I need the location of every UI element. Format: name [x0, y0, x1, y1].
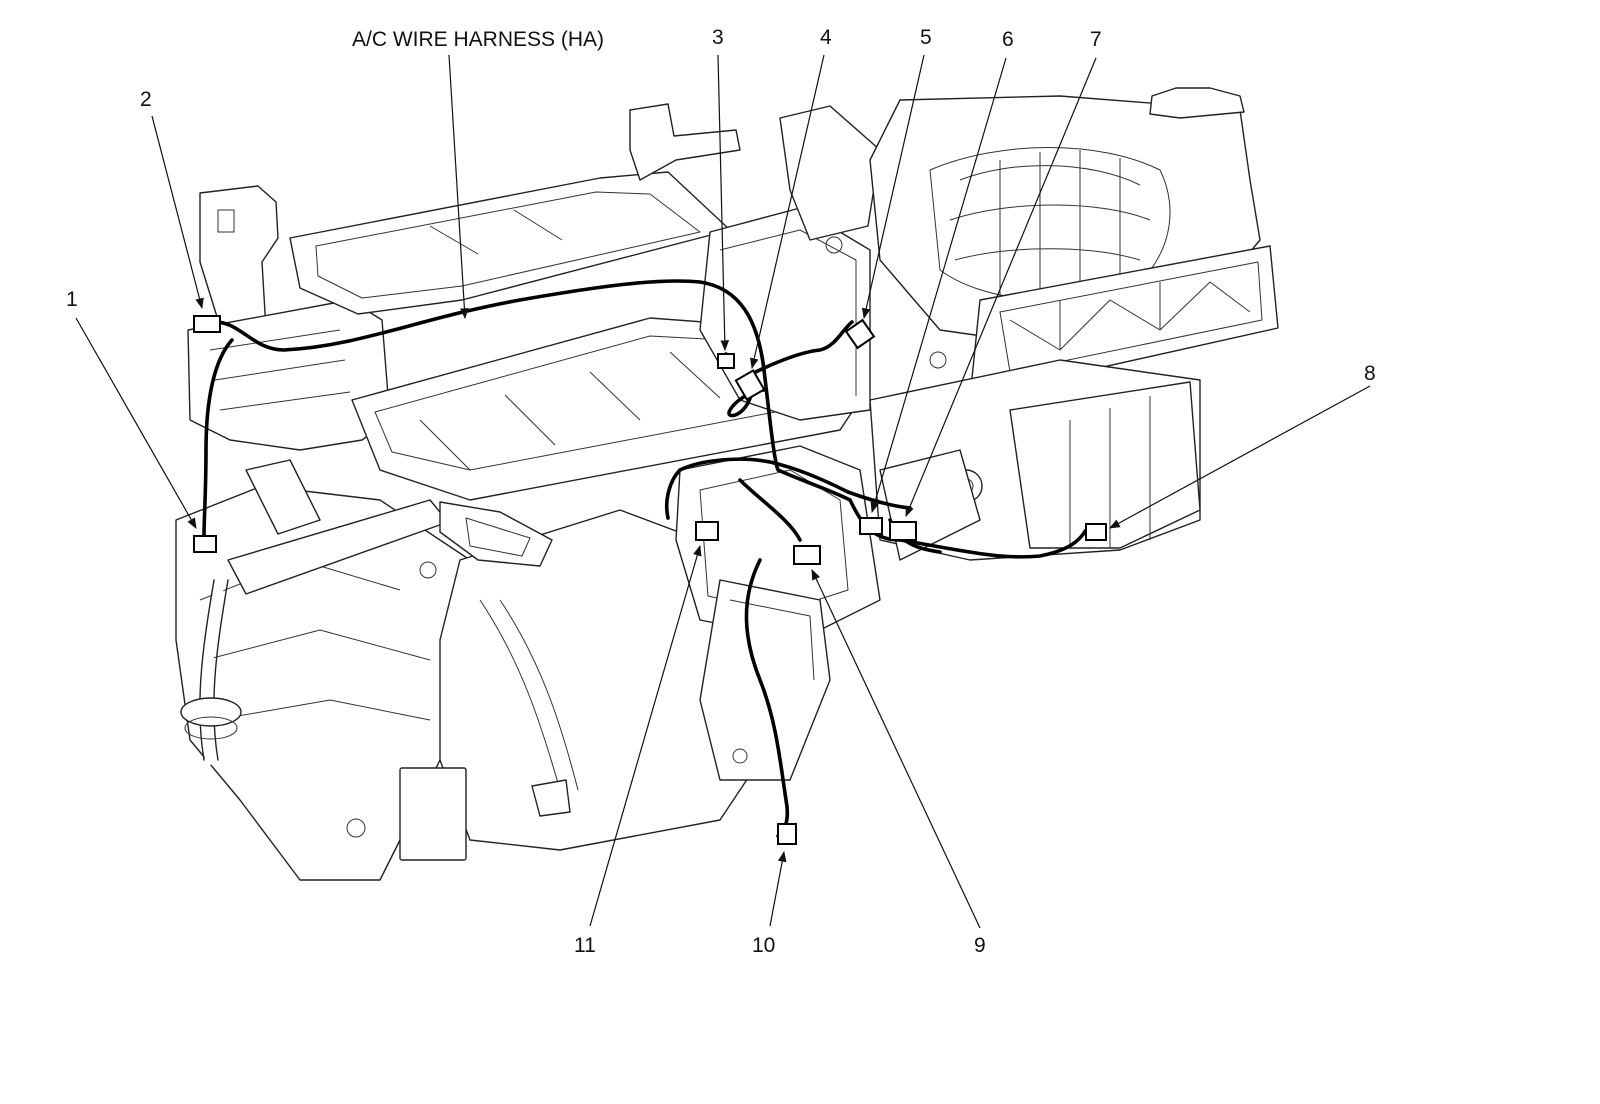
- labels: A/C WIRE HARNESS (HA) 1 2 3 4 5 6 7 8 9 …: [66, 26, 1376, 957]
- callout-1: 1: [66, 288, 78, 311]
- callout-11: 11: [574, 934, 596, 957]
- connector-5: [844, 318, 876, 350]
- connector-10: [777, 823, 797, 845]
- callout-3: 3: [712, 26, 724, 49]
- callout-4: 4: [820, 26, 832, 49]
- hvac-housing: [175, 87, 1279, 881]
- connector-2: [193, 315, 221, 333]
- connector-7: [889, 521, 917, 541]
- connector-11: [695, 521, 719, 541]
- callout-9: 9: [974, 934, 986, 957]
- connector-6: [859, 517, 883, 535]
- callout-5: 5: [920, 26, 932, 49]
- harness-label: A/C WIRE HARNESS (HA): [352, 28, 604, 51]
- connector-1: [193, 535, 217, 553]
- connectors: [193, 315, 1107, 845]
- connector-8: [1085, 523, 1107, 541]
- callout-2: 2: [140, 88, 152, 111]
- callout-6: 6: [1002, 28, 1014, 51]
- connector-9: [793, 545, 821, 565]
- callout-8: 8: [1364, 362, 1376, 385]
- callout-10: 10: [752, 934, 775, 957]
- leader-lines: [75, 54, 1371, 929]
- connector-3: [717, 353, 735, 369]
- connector-4: [734, 369, 766, 401]
- callout-7: 7: [1090, 28, 1102, 51]
